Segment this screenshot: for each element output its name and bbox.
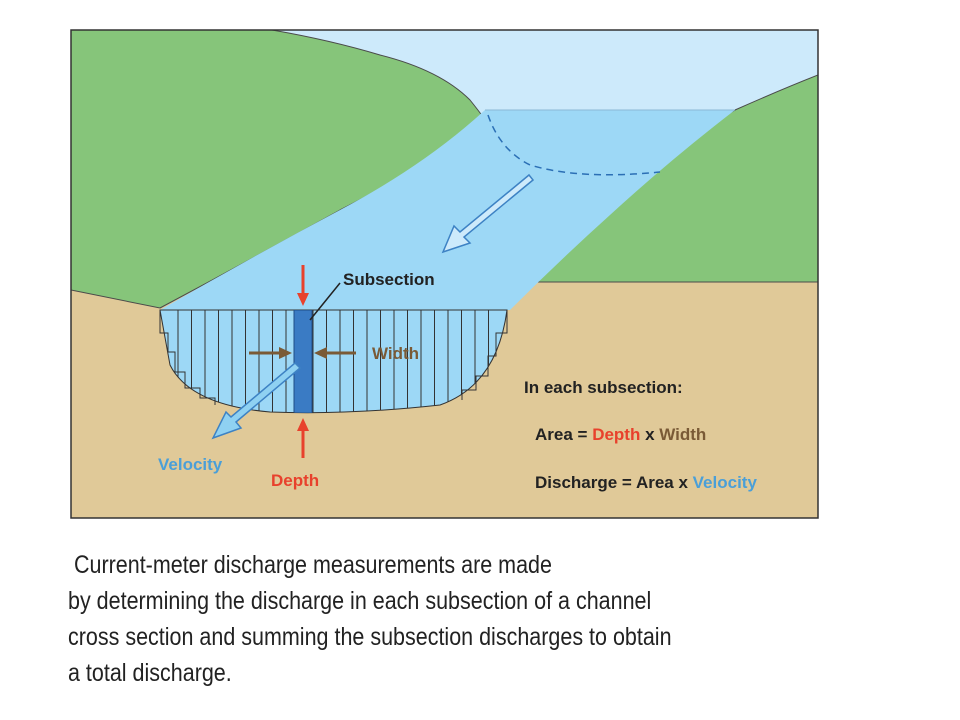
area-prefix: Area = <box>535 425 592 444</box>
formula-heading: In each subsection: <box>524 378 683 397</box>
diagram-panel: Subsection Width Velocity Depth In each … <box>71 30 818 518</box>
caption-line-2: by determining the discharge in each sub… <box>68 587 652 615</box>
area-width-term: Width <box>659 425 706 444</box>
diagram-frame <box>70 29 819 519</box>
velocity-label: Velocity <box>158 455 223 474</box>
river-surface <box>160 110 735 310</box>
channel-step-outline <box>159 310 216 405</box>
flow-direction-arrow-icon <box>441 173 535 254</box>
width-arrow-left-icon <box>249 347 292 359</box>
discharge-velocity-term: Velocity <box>693 473 758 492</box>
area-times: x <box>640 425 659 444</box>
depth-arrow-top-icon <box>297 265 309 306</box>
width-arrow-right-icon <box>314 347 356 359</box>
channel-cross-section <box>159 309 508 414</box>
meander-dashed-line <box>487 114 661 176</box>
caption-line-4: a total discharge. <box>68 659 232 687</box>
discharge-formula: Discharge = Area x Velocity <box>535 473 757 492</box>
caption-line-3: cross section and summing the subsection… <box>68 623 672 651</box>
width-label: Width <box>372 344 419 363</box>
subsection-leader-line <box>309 282 341 321</box>
area-depth-term: Depth <box>592 425 640 444</box>
caption-line-1: Current-meter discharge measurements are… <box>68 551 552 579</box>
highlighted-subsection <box>293 310 313 413</box>
discharge-prefix: Discharge = Area x <box>535 473 693 492</box>
subsection-label: Subsection <box>343 270 435 289</box>
depth-arrow-bottom-icon <box>297 418 309 458</box>
depth-label: Depth <box>271 471 319 490</box>
caption: Current-meter discharge measurements are… <box>68 547 739 691</box>
area-formula: Area = Depth x Width <box>535 425 706 444</box>
velocity-arrow-icon <box>211 361 302 440</box>
